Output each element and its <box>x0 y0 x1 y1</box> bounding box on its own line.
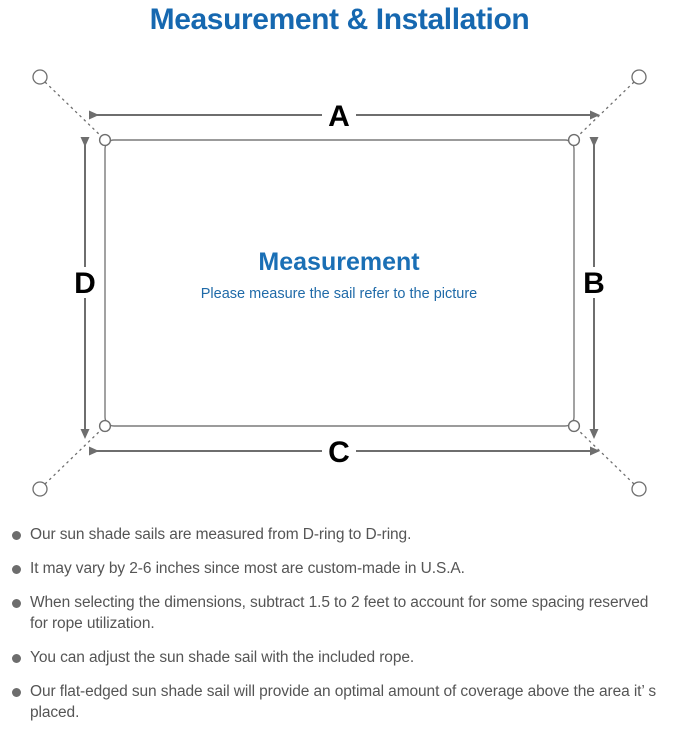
diagram-svg: A C D B Measurement Please measure the s… <box>32 69 647 497</box>
bullet-icon <box>12 654 21 663</box>
d-rings <box>98 133 581 433</box>
dimension-a: A <box>89 100 600 133</box>
dimension-c-label: C <box>328 436 350 469</box>
list-item: Our sun shade sails are measured from D-… <box>0 524 679 545</box>
sail-center-title: Measurement <box>258 248 420 276</box>
dimension-d-label: D <box>74 267 96 300</box>
anchor-bottom-left <box>32 481 48 497</box>
anchor-top-left <box>32 69 48 85</box>
dimension-d: D <box>74 137 96 439</box>
list-item-text: Our flat-edged sun shade sail will provi… <box>30 683 656 721</box>
dimension-a-label: A <box>328 100 350 133</box>
list-item: When selecting the dimensions, subtract … <box>0 592 679 634</box>
notes-list: Our sun shade sails are measured from D-… <box>0 524 679 736</box>
list-item: Our flat-edged sun shade sail will provi… <box>0 681 679 723</box>
bullet-icon <box>12 565 21 574</box>
anchor-bottom-right <box>631 481 647 497</box>
d-ring-bottom-left <box>98 419 112 433</box>
rope-lines <box>44 81 635 485</box>
anchor-top-right <box>631 69 647 85</box>
list-item-text: When selecting the dimensions, subtract … <box>30 594 649 632</box>
d-ring-bottom-right <box>567 419 581 433</box>
bullet-icon <box>12 531 21 540</box>
d-ring-top-left <box>98 133 112 147</box>
dimension-b-label: B <box>583 267 605 300</box>
bullet-icon <box>12 599 21 608</box>
bullet-icon <box>12 688 21 697</box>
anchor-points <box>32 69 647 497</box>
list-item-text: Our sun shade sails are measured from D-… <box>30 526 412 543</box>
rope-bottom-right <box>575 427 635 485</box>
page-title: Measurement & Installation <box>149 3 530 36</box>
dimension-c: C <box>89 436 600 469</box>
sun-shade-sail-measurement-diagram: A C D B Measurement Please measure the s… <box>0 48 679 518</box>
rope-top-right <box>575 81 635 139</box>
sail-center-subtitle: Please measure the sail refer to the pic… <box>201 286 477 302</box>
list-item-text: You can adjust the sun shade sail with t… <box>30 649 415 666</box>
list-item-text: It may vary by 2-6 inches since most are… <box>30 560 465 577</box>
list-item: It may vary by 2-6 inches since most are… <box>0 558 679 579</box>
rope-top-left <box>44 81 104 139</box>
rope-bottom-left <box>44 427 104 485</box>
list-item: You can adjust the sun shade sail with t… <box>0 647 679 668</box>
sail-body <box>104 139 575 427</box>
dimension-b: B <box>583 137 605 439</box>
d-ring-top-right <box>567 133 581 147</box>
